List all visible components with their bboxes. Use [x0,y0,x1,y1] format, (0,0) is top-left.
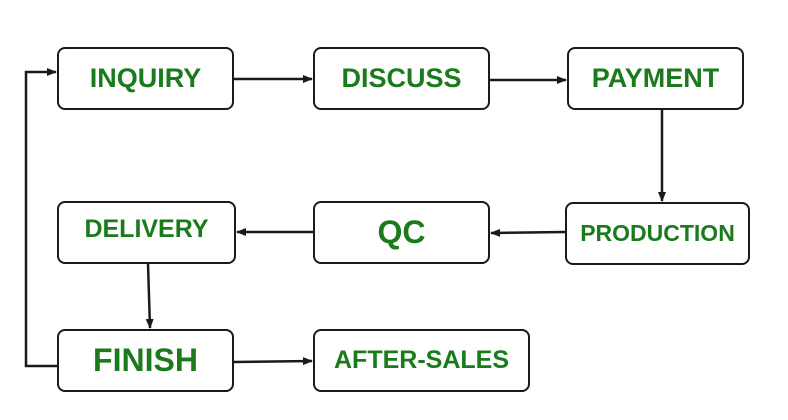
node-delivery-label: DELIVERY [84,215,209,243]
arrow-finish-loop-to-inquiry [24,68,57,368]
node-qc: QC [313,201,490,264]
node-inquiry: INQUIRY [57,47,234,110]
node-discuss: DISCUSS [313,47,490,110]
node-inquiry-label: INQUIRY [89,63,202,93]
node-production: PRODUCTION [565,202,750,265]
arrow-production-to-qc [490,228,566,237]
node-payment: PAYMENT [567,47,744,110]
node-production-label: PRODUCTION [580,220,735,246]
node-finish: FINISH [57,329,234,392]
arrow-delivery-to-finish [145,263,154,329]
node-after-sales-label: AFTER-SALES [334,346,509,374]
node-payment-label: PAYMENT [591,63,720,93]
node-qc-label: QC [377,214,426,250]
node-after-sales: AFTER-SALES [313,329,530,392]
node-discuss-label: DISCUSS [341,63,462,93]
arrow-finish-to-aftersales [233,357,313,366]
node-delivery: DELIVERY [57,201,236,264]
node-finish-label: FINISH [93,342,198,378]
